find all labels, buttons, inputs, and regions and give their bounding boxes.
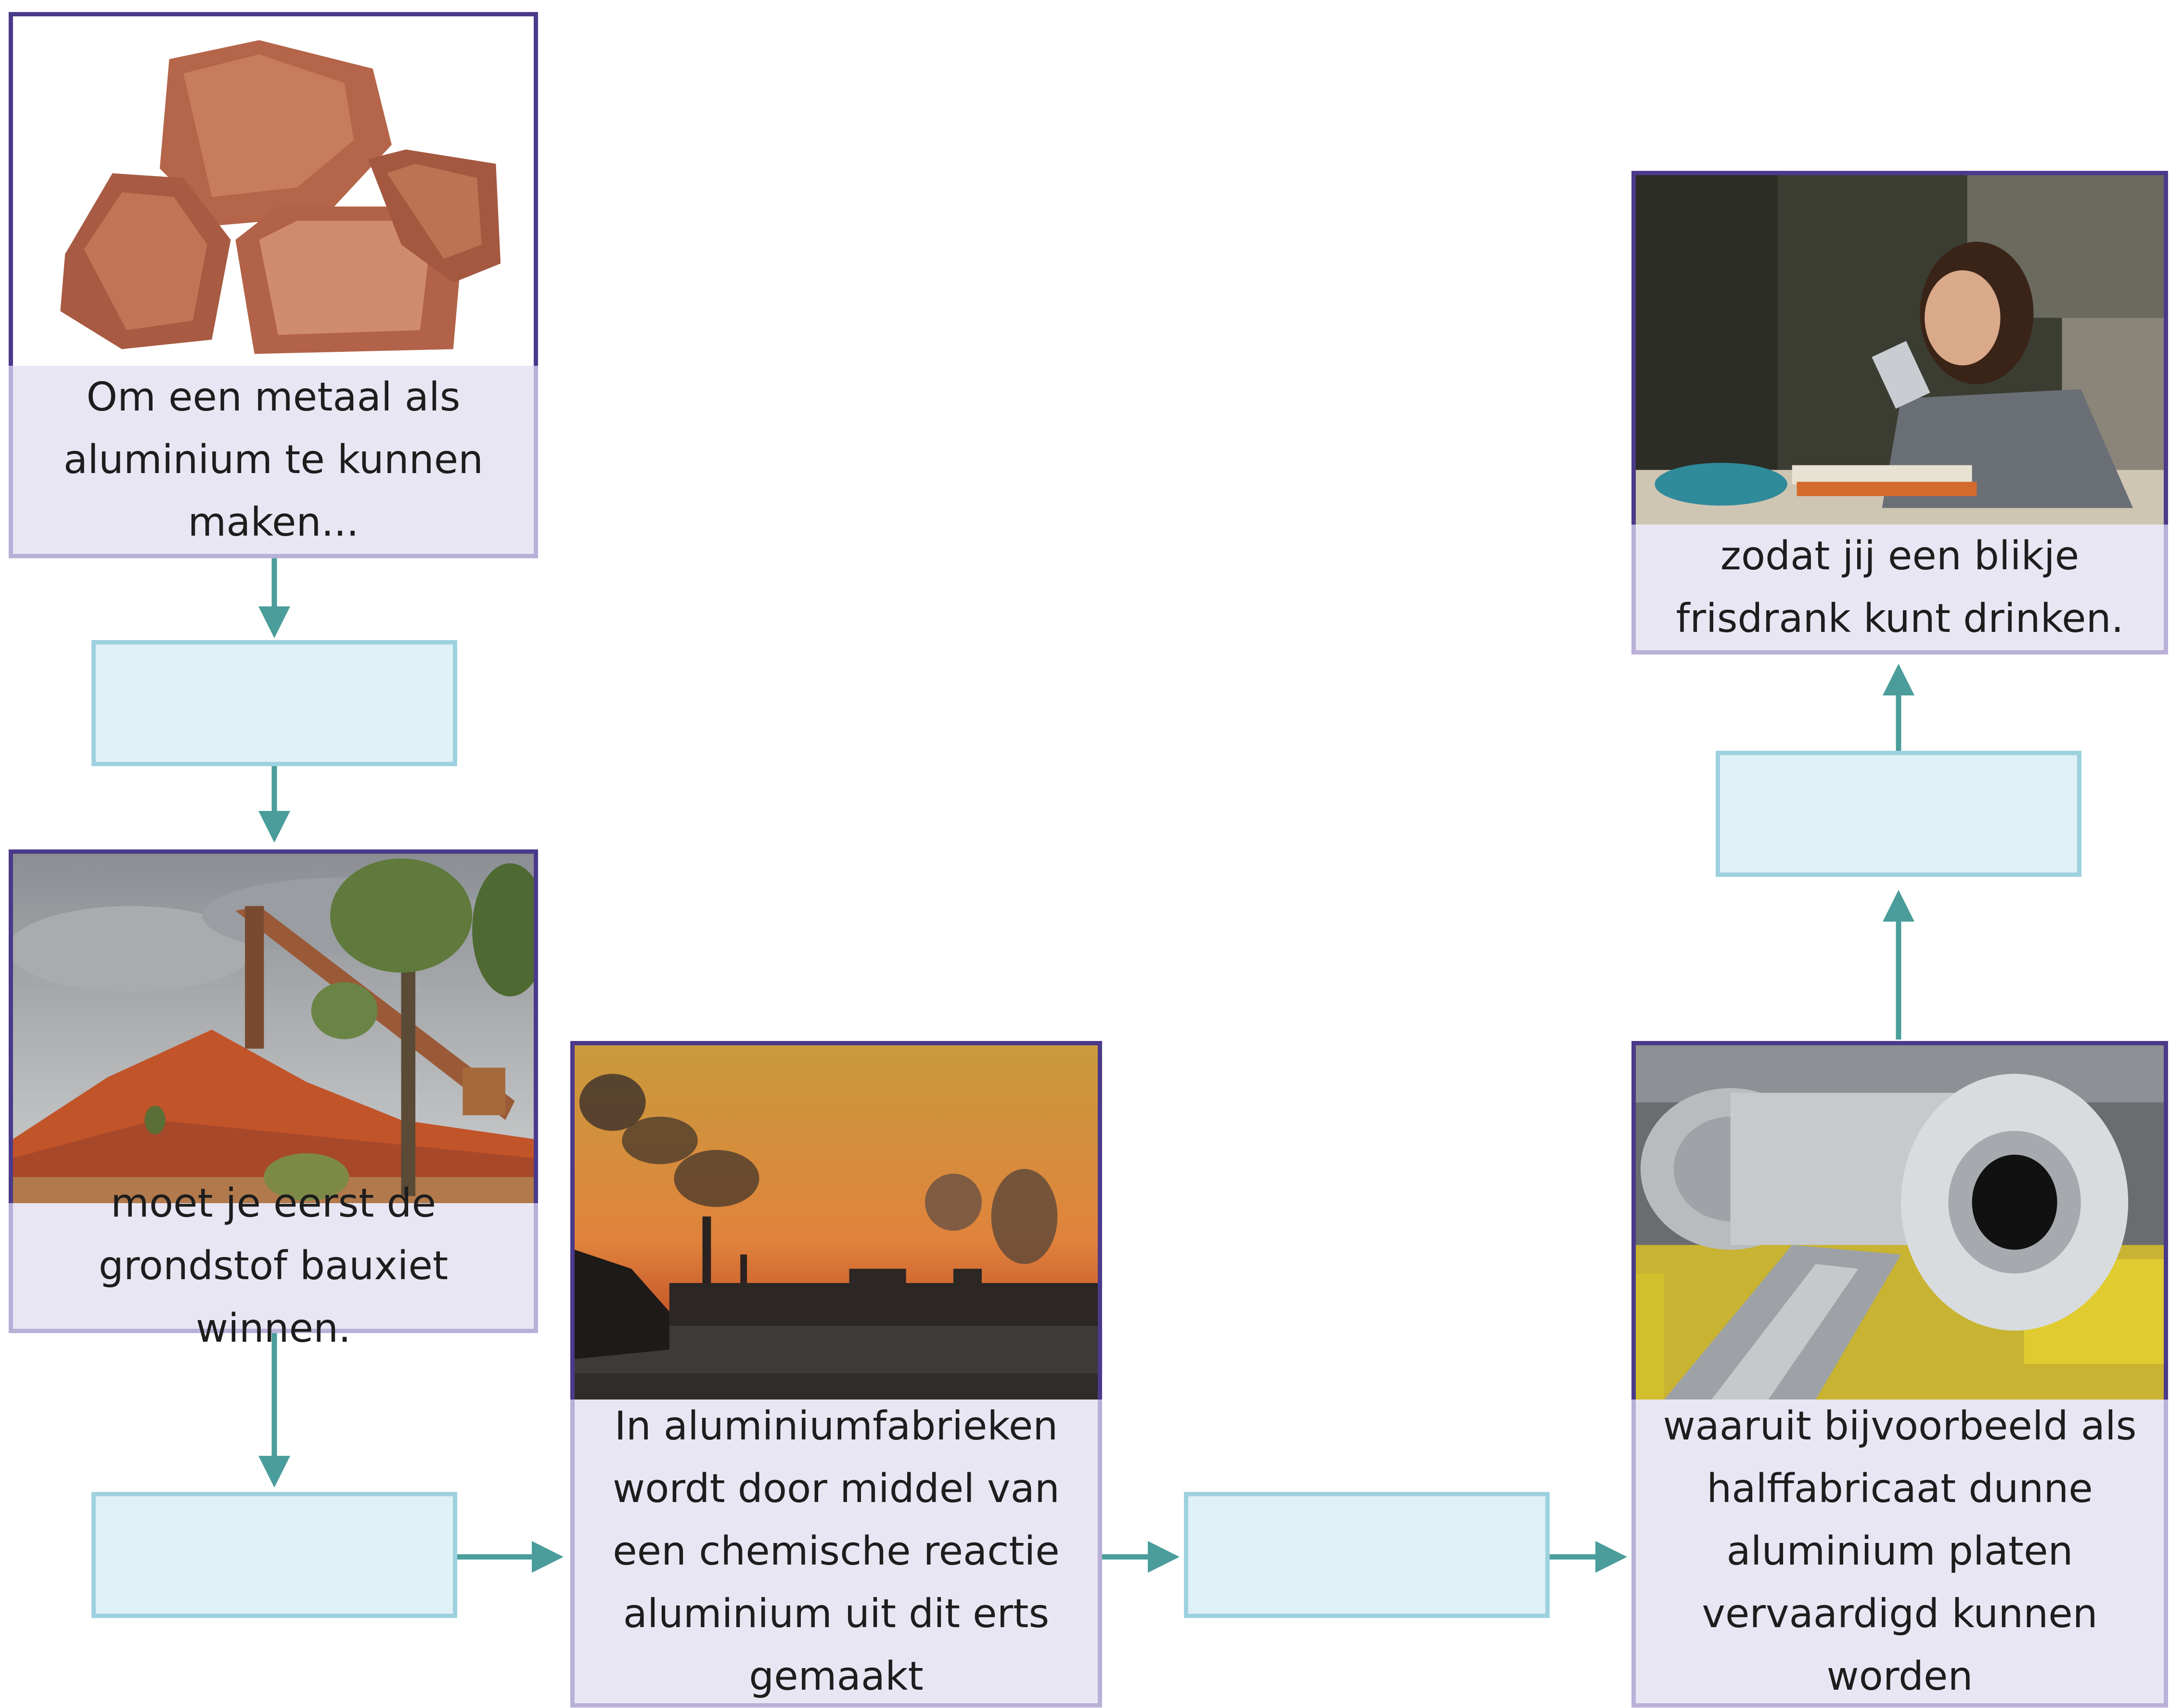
blank-box-2[interactable] bbox=[91, 1492, 457, 1618]
caption-factory: In aluminiumfabrieken wordt door middel … bbox=[570, 1400, 1102, 1708]
blank-box-1[interactable] bbox=[91, 640, 457, 766]
card-drink: zodat jij een blikje frisdrank kunt drin… bbox=[1631, 171, 2168, 655]
bauxite-mine-photo bbox=[9, 849, 538, 1206]
caption-bauxite-rocks: Om een metaal als aluminium te kunnen ma… bbox=[9, 366, 538, 558]
card-bauxite-rocks: Om een metaal als aluminium te kunnen ma… bbox=[9, 12, 538, 558]
card-mine: moet je eerst de grondstof bauxiet winne… bbox=[9, 849, 538, 1351]
aluminium-factory-photo bbox=[570, 1041, 1102, 1400]
caption-mine: moet je eerst de grondstof bauxiet winne… bbox=[9, 1181, 538, 1351]
bauxite-rocks-photo bbox=[9, 12, 538, 368]
blank-box-4[interactable] bbox=[1716, 751, 2081, 877]
card-factory: In aluminiumfabrieken wordt door middel … bbox=[570, 1041, 1102, 1708]
aluminium-rolls-photo bbox=[1631, 1041, 2168, 1400]
caption-rolls: waaruit bijvoorbeeld als halffabricaat d… bbox=[1631, 1400, 2168, 1708]
caption-drink: zodat jij een blikje frisdrank kunt drin… bbox=[1631, 525, 2168, 655]
girl-drinking-photo bbox=[1631, 171, 2168, 527]
card-rolls: waaruit bijvoorbeeld als halffabricaat d… bbox=[1631, 1041, 2168, 1708]
blank-box-3[interactable] bbox=[1184, 1492, 1550, 1618]
